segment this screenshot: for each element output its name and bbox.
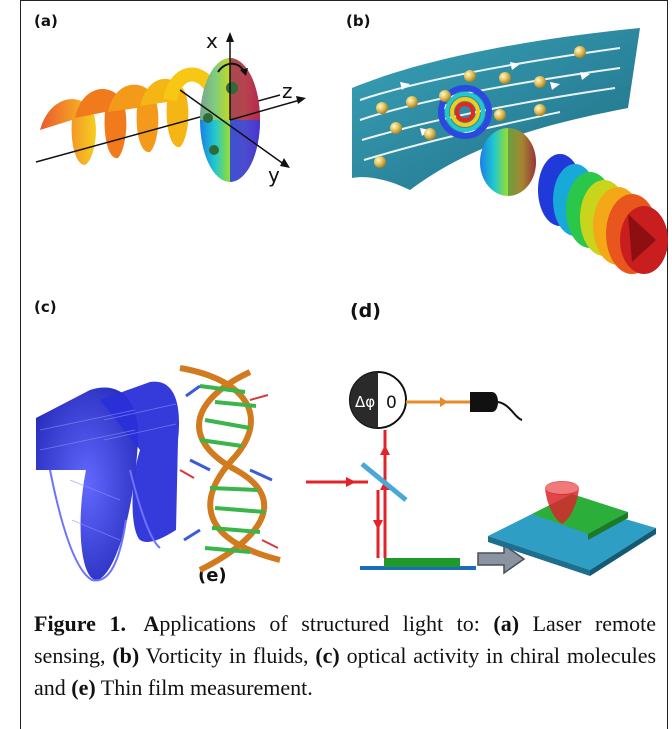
figure-frame [20, 0, 668, 729]
caption-a-text: Laser remote sensing, [34, 611, 657, 668]
caption-b-text: Vorticity in fluids, [145, 643, 309, 668]
caption-a-label: (a) [493, 611, 520, 636]
caption-a-letter: A [143, 611, 160, 636]
panel-c-chiral-graphic [36, 365, 281, 582]
caption-c-label: (c) [315, 643, 340, 668]
detector-zero-label: 0 [386, 393, 397, 413]
axis-x-label: x [206, 29, 218, 53]
panel-b-vorticity-graphic [352, 28, 668, 274]
axis-y-label: y [268, 163, 280, 187]
caption-c-text: optical activity in chiral molecules and [34, 643, 657, 700]
caption-e-label: (e) [71, 675, 96, 700]
caption-lead: Figure 1. [34, 611, 126, 636]
panel-b-label: (b) [346, 12, 371, 30]
caption-intro: pplications of structured light to: [159, 611, 480, 636]
panel-a-helix-graphic [35, 32, 306, 182]
detector-phase-label: Δφ [355, 393, 375, 411]
panel-c-label: (c) [34, 298, 57, 316]
panel-a-label: (a) [34, 12, 58, 30]
panel-d-label: (d) [350, 300, 381, 322]
axis-z-label: z [282, 79, 293, 103]
caption-e-text: Thin film measurement. [100, 675, 313, 700]
figure-caption: Figure 1. Applications of structured lig… [34, 608, 656, 704]
caption-b-label: (b) [112, 643, 140, 668]
panel-d-thin-film-graphic [306, 371, 656, 576]
